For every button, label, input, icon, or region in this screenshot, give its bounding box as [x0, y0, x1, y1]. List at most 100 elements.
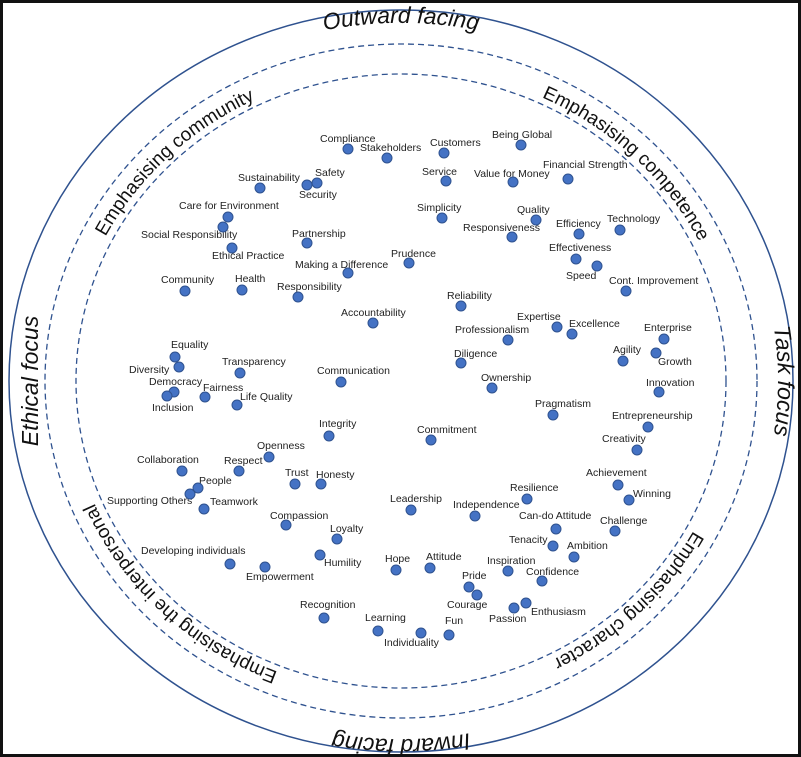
value-label: Safety [315, 167, 346, 179]
value-item-health: Health [235, 273, 266, 296]
value-label: Courage [447, 599, 487, 611]
value-label: Compliance [320, 133, 376, 145]
value-item-compassion: Compassion [270, 510, 329, 531]
value-dot [254, 182, 266, 194]
value-item-simplicity: Simplicity [417, 202, 462, 224]
value-dot [550, 523, 562, 535]
value-item-prudence: Prudence [391, 248, 436, 269]
value-item-inspiration: Inspiration [487, 555, 536, 577]
value-label: Challenge [600, 515, 647, 527]
value-item-enterprise: Enterprise [644, 322, 692, 345]
value-item-loyalty: Loyalty [330, 523, 364, 545]
value-dot [161, 390, 173, 402]
value-item-passion: Passion [489, 602, 527, 625]
value-label: Honesty [316, 469, 355, 481]
value-item-enthusiasm: Enthusiasm [520, 597, 586, 618]
value-dot [217, 221, 229, 233]
value-item-developing-individuals: Developing individuals [141, 545, 245, 570]
value-label: Fairness [203, 382, 243, 394]
value-dot [455, 357, 467, 369]
value-item-trust: Trust [285, 467, 309, 490]
value-dot [367, 317, 379, 329]
value-dot [224, 558, 236, 570]
value-dot [192, 482, 204, 494]
value-label: Ownership [481, 372, 531, 384]
value-dot [301, 237, 313, 249]
value-label: Empowerment [246, 571, 314, 583]
value-item-compliance: Compliance [320, 133, 376, 155]
axis-label-top: Outward facing [320, 2, 481, 35]
outer-boundary [8, 9, 794, 753]
value-dot [520, 597, 532, 609]
value-label: Teamwork [210, 496, 259, 508]
value-label: Achievement [586, 467, 647, 479]
value-item-social-responsibility: Social Responsibility [141, 221, 238, 241]
value-label: Innovation [646, 377, 695, 389]
axis-label-right: Task focus [769, 324, 799, 439]
value-item-partnership: Partnership [292, 228, 346, 249]
value-item-innovation: Innovation [646, 377, 695, 398]
value-dot [653, 386, 665, 398]
value-dot [515, 139, 527, 151]
value-item-democracy: Democracy [149, 376, 203, 398]
value-item-tenacity: Tenacity [509, 534, 559, 552]
value-label: Fun [445, 615, 463, 627]
value-item-technology: Technology [607, 213, 661, 236]
value-dot [372, 625, 384, 637]
value-item-challenge: Challenge [600, 515, 647, 537]
value-dot [455, 300, 467, 312]
value-dot [609, 525, 621, 537]
value-dot [562, 173, 574, 185]
value-dot [436, 212, 448, 224]
value-dot [314, 549, 326, 561]
value-dot [259, 561, 271, 573]
value-label: Quality [517, 204, 550, 216]
value-dot [658, 333, 670, 345]
value-label: Expertise [517, 311, 561, 323]
value-label: Being Global [492, 129, 552, 141]
value-item-independence: Independence [453, 499, 520, 522]
value-label: Diversity [129, 364, 170, 376]
value-item-life-quality: Life Quality [231, 391, 293, 411]
value-dot [263, 451, 275, 463]
value-label: Diligence [454, 348, 497, 360]
value-item-sustainability: Sustainability [238, 172, 301, 194]
value-dot [614, 224, 626, 236]
value-item-commitment: Commitment [417, 424, 477, 446]
value-label: Inspiration [487, 555, 536, 567]
value-dot [173, 361, 185, 373]
value-item-honesty: Honesty [315, 469, 355, 490]
value-item-can-do-attitude: Can-do Attitude [519, 510, 592, 535]
value-dot [169, 351, 181, 363]
value-dot [280, 519, 292, 531]
value-label: Sustainability [238, 172, 301, 184]
value-label: Responsibility [277, 281, 343, 293]
value-dot [381, 152, 393, 164]
value-label: Resilience [510, 482, 559, 494]
value-label: Technology [607, 213, 661, 225]
value-item-achievement: Achievement [586, 467, 647, 491]
value-label: Care for Environment [179, 200, 279, 212]
value-dot [440, 175, 452, 187]
value-label: Democracy [149, 376, 203, 388]
value-dot [198, 503, 210, 515]
value-label: Stakeholders [360, 142, 421, 154]
value-label: Leadership [390, 493, 442, 505]
value-item-responsiveness: Responsiveness [463, 222, 540, 243]
value-item-learning: Learning [365, 612, 406, 637]
value-item-speed: Speed [566, 260, 603, 282]
value-item-effectiveness: Effectiveness [549, 242, 611, 265]
value-item-quality: Quality [517, 204, 550, 226]
value-item-humility: Humility [314, 549, 362, 569]
value-label: Creativity [602, 433, 647, 445]
value-item-collaboration: Collaboration [137, 454, 199, 477]
value-dot [591, 260, 603, 272]
value-label: Service [422, 166, 457, 178]
value-label: Growth [658, 356, 692, 368]
value-item-pragmatism: Pragmatism [535, 398, 591, 421]
value-dot [176, 465, 188, 477]
value-dot [289, 478, 301, 490]
value-label: Transparency [222, 356, 287, 368]
